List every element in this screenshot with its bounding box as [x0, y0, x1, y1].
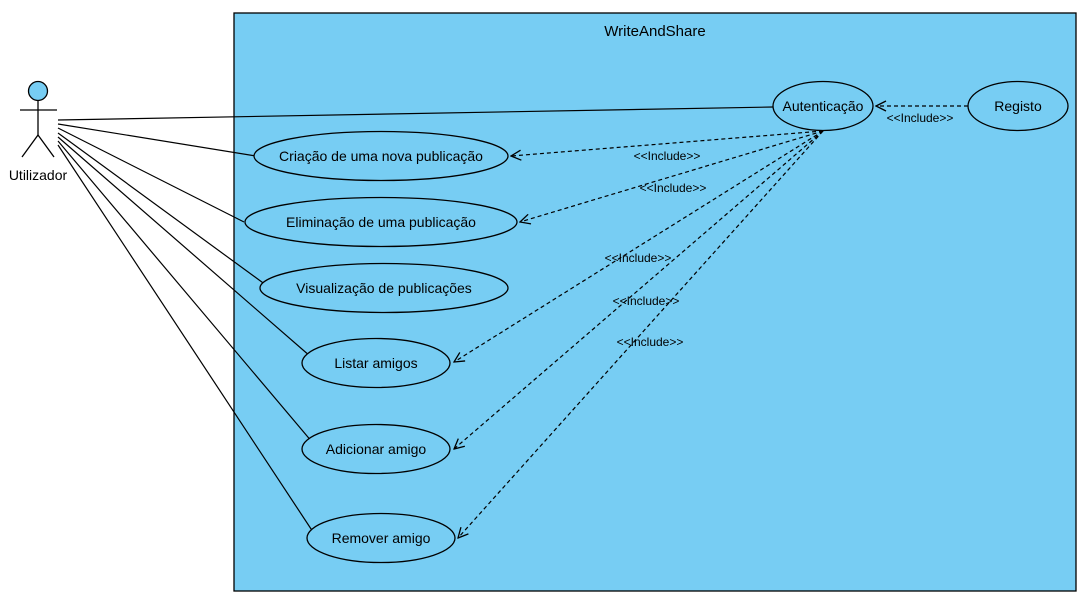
- include-criacao: [511, 130, 824, 156]
- include-remover: [458, 130, 824, 538]
- use-case-listar[interactable]: Listar amigos: [301, 337, 451, 389]
- svg-text:Listar amigos: Listar amigos: [334, 355, 417, 371]
- svg-text:Eliminação de uma publicação: Eliminação de uma publicação: [286, 214, 476, 230]
- assoc-adicionar: [57, 140, 319, 450]
- assoc-eliminacao: [57, 127, 245, 223]
- assoc-remover: [57, 144, 318, 539]
- svg-text:Registo: Registo: [994, 98, 1042, 114]
- include-label-adicionar: <<Include>>: [613, 294, 680, 308]
- svg-text:Adicionar amigo: Adicionar amigo: [326, 441, 427, 457]
- include-dependencies: [454, 106, 968, 538]
- use-case-adicionar[interactable]: Adicionar amigo: [301, 423, 451, 475]
- system-title: WriteAndShare: [604, 23, 705, 40]
- include-label-eliminacao: <<Include>>: [640, 181, 707, 195]
- actor-utilizador[interactable]: Utilizador: [9, 80, 68, 184]
- include-label-remover: <<Include>>: [617, 335, 684, 349]
- use-case-registo[interactable]: Registo: [967, 80, 1069, 132]
- use-case-autenticacao[interactable]: Autenticação: [772, 80, 874, 132]
- use-case-eliminacao[interactable]: Eliminação de uma publicação: [244, 196, 518, 248]
- assoc-listar: [57, 136, 319, 364]
- use-case-remover[interactable]: Remover amigo: [306, 512, 456, 564]
- assoc-autenticacao: [57, 106, 774, 121]
- include-listar: [454, 130, 824, 362]
- assoc-visualizacao: [57, 132, 271, 289]
- assoc-criacao: [57, 123, 257, 157]
- svg-text:Criação de uma nova publicação: Criação de uma nova publicação: [279, 148, 483, 164]
- svg-text:Autenticação: Autenticação: [783, 98, 864, 114]
- svg-text:Visualização de publicações: Visualização de publicações: [296, 280, 472, 296]
- actor-label: Utilizador: [9, 167, 68, 183]
- stick-figure-icon: [20, 80, 57, 158]
- associations: [57, 106, 774, 539]
- use-case-visualizacao[interactable]: Visualização de publicações: [259, 262, 509, 314]
- include-label-listar: <<Include>>: [605, 251, 672, 265]
- include-label-registo: <<Include>>: [887, 111, 954, 125]
- use-case-criacao[interactable]: Criação de uma nova publicação: [253, 130, 509, 182]
- include-label-criacao: <<Include>>: [634, 149, 701, 163]
- svg-text:Remover amigo: Remover amigo: [332, 530, 431, 546]
- include-eliminacao: [520, 130, 824, 222]
